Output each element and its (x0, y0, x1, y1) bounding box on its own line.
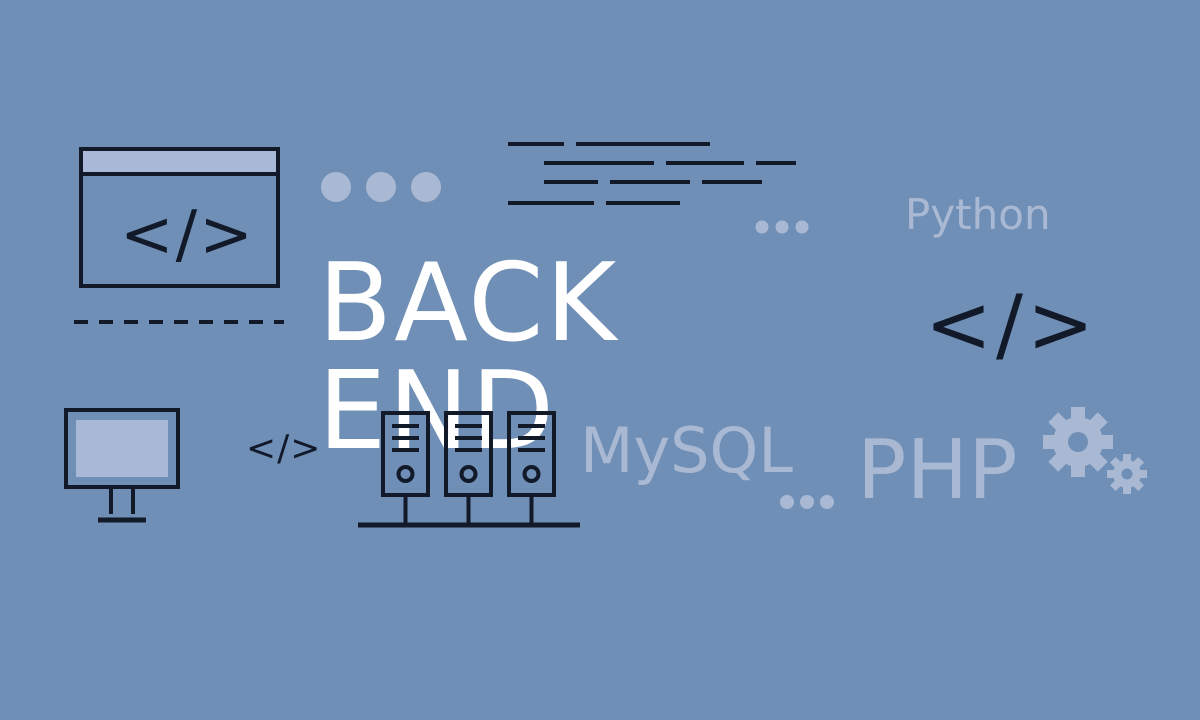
right-code-tag: </> (925, 278, 1099, 371)
monitor-icon (64, 408, 180, 523)
python-label: Python (905, 190, 1051, 239)
code-lines-icon (508, 142, 796, 205)
server-rack-icon (358, 411, 580, 528)
ellipsis-icon (780, 495, 834, 509)
mysql-label: MySQL (580, 414, 793, 487)
gears-icon (1043, 407, 1147, 494)
window-code-tag: </> (120, 198, 255, 272)
small-code-tag: </> (246, 428, 322, 469)
dashed-divider (74, 320, 284, 324)
small-ellipsis-icon (755, 220, 809, 234)
ellipsis-icon (321, 172, 441, 202)
code-window-icon (79, 147, 280, 288)
php-label: PHP (857, 423, 1018, 518)
